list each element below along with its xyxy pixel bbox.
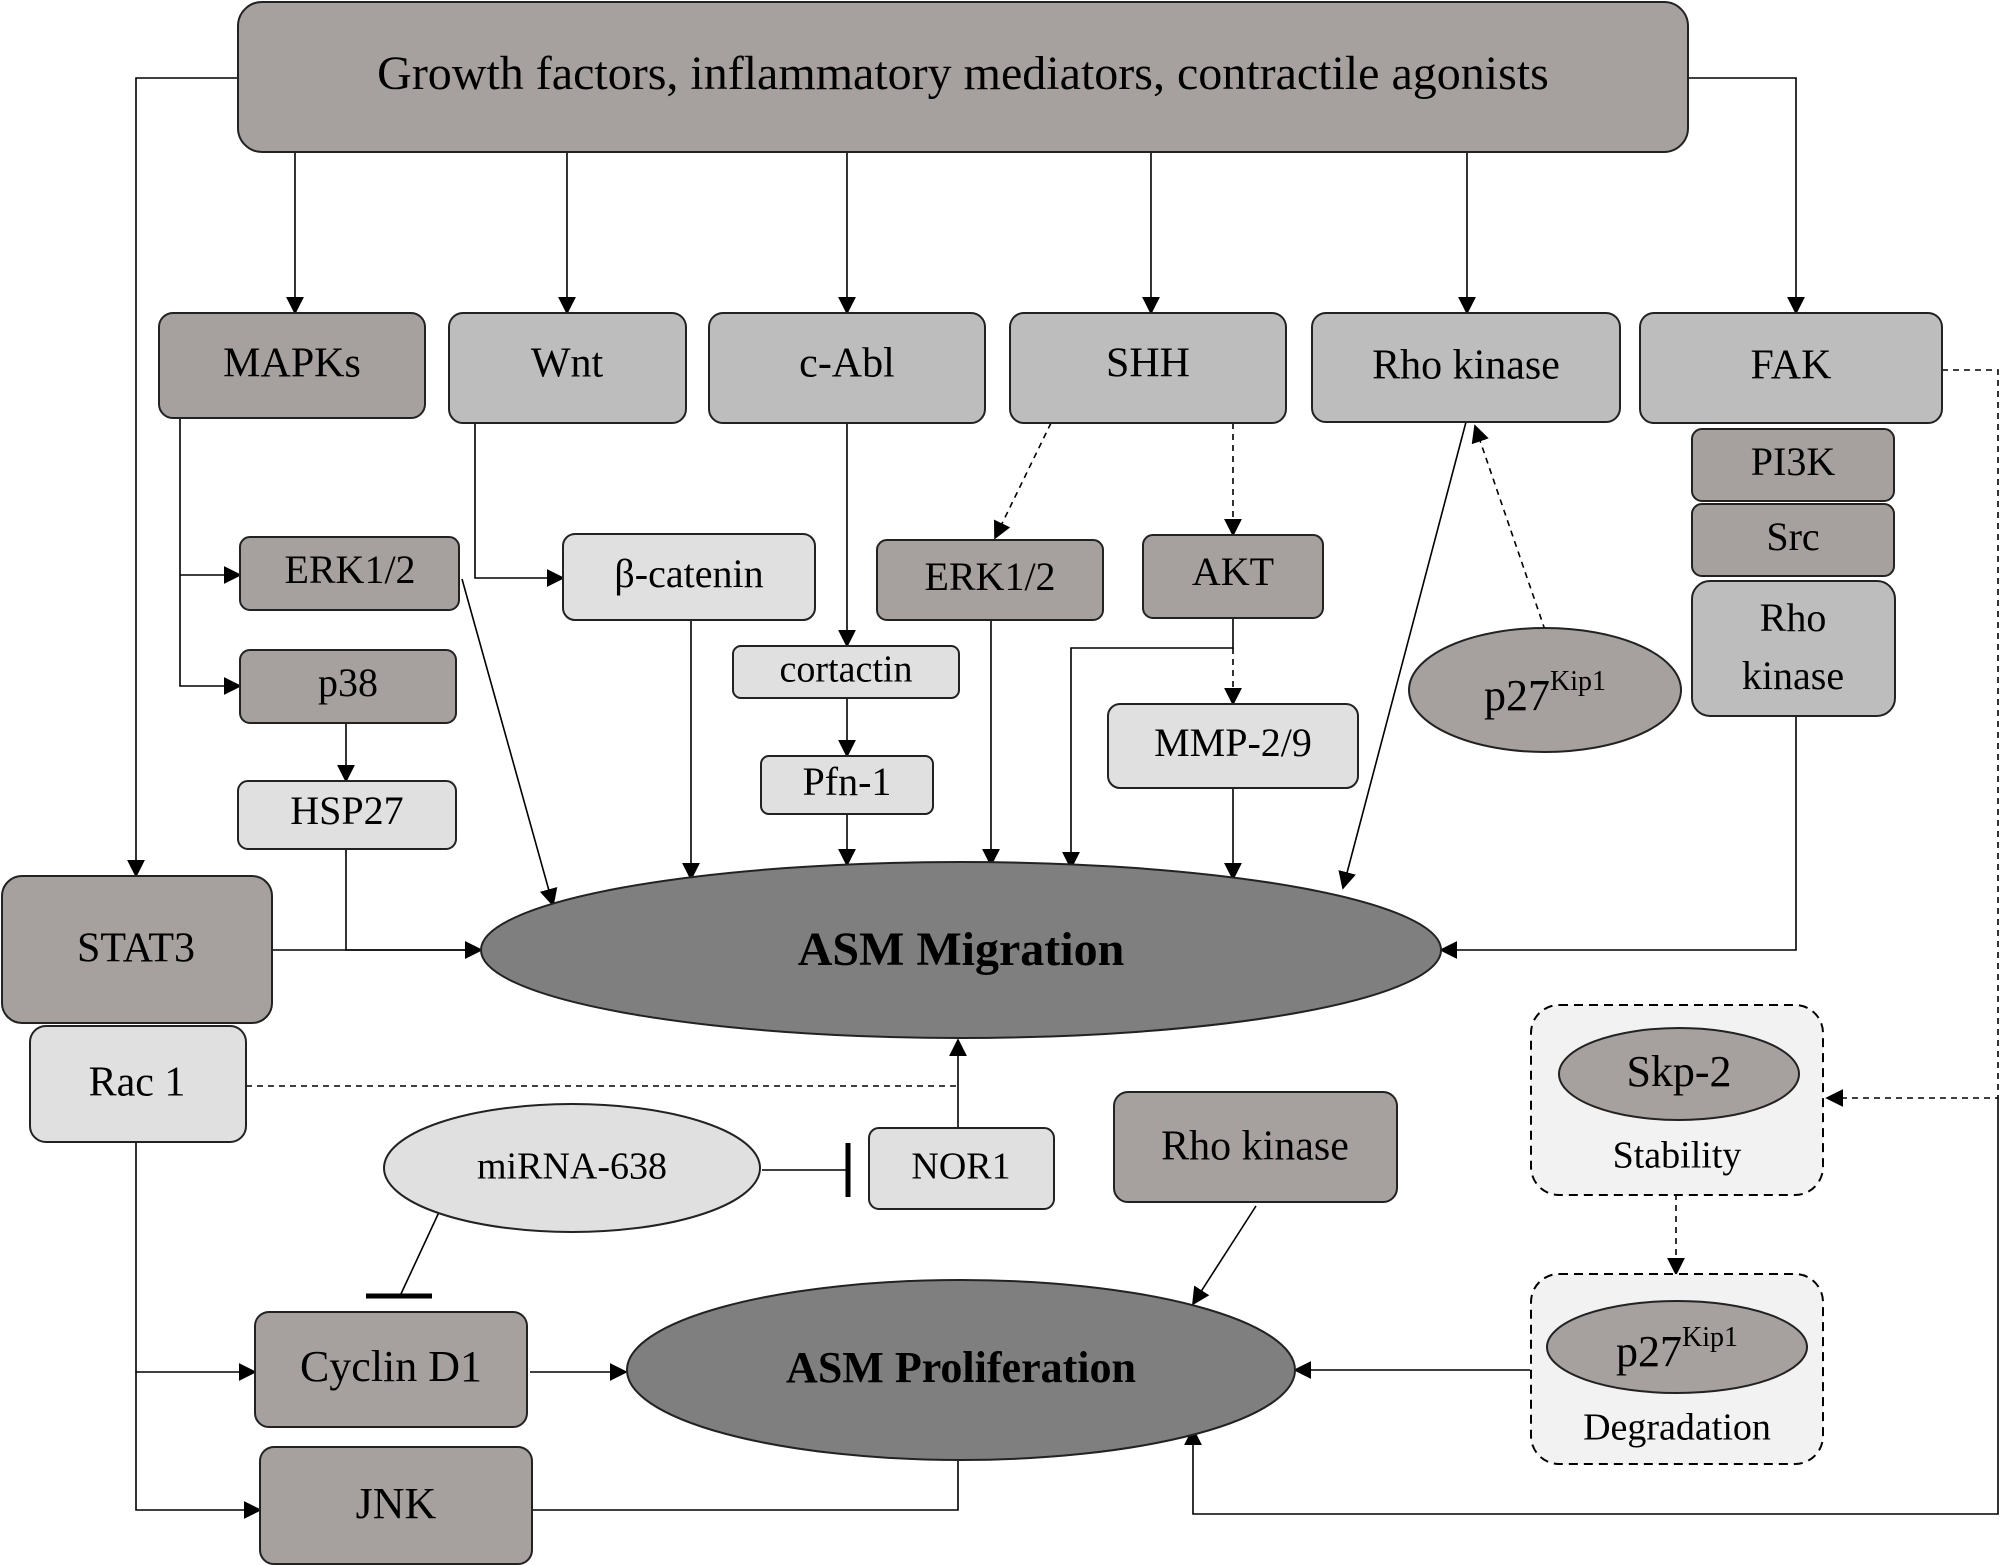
node-p27-low-superscript: Kip1 <box>1682 1322 1738 1353</box>
node-rho-lower: Rho kinase <box>1113 1091 1398 1203</box>
node-rac1: Rac 1 <box>29 1025 247 1143</box>
edge-rac1-to-jnk <box>135 1372 262 1519</box>
node-rho-top: Rho kinase <box>1311 312 1621 423</box>
node-p27-mid: p27Kip1 <box>1408 627 1682 753</box>
node-proliferation-label: ASM Proliferation <box>786 1343 1136 1392</box>
node-pfn1: Pfn-1 <box>760 755 934 815</box>
node-erk-left-label: ERK1/2 <box>284 547 415 592</box>
node-nor1-label: NOR1 <box>911 1146 1010 1188</box>
node-shh-label: SHH <box>1106 341 1190 387</box>
node-pfn1-label: Pfn-1 <box>803 759 892 804</box>
node-hsp27-label: HSP27 <box>290 788 403 833</box>
edge-rho-lower-to-proliferation <box>1192 1205 1257 1306</box>
node-cortactin: cortactin <box>732 645 960 699</box>
node-migration: ASM Migration <box>480 861 1442 1039</box>
node-wnt-label: Wnt <box>531 341 604 387</box>
node-pi3k: PI3K <box>1691 428 1895 502</box>
node-p27-low: p27Kip1 <box>1546 1300 1808 1394</box>
edge-p27-to-rho <box>1471 424 1546 631</box>
node-bcatenin-label: β-catenin <box>614 551 763 596</box>
node-mapks: MAPKs <box>158 312 426 419</box>
svg-text:p27Kip1: p27Kip1 <box>1616 1322 1738 1376</box>
node-migration-label: ASM Migration <box>798 923 1125 976</box>
node-cyclin: Cyclin D1 <box>254 1311 528 1428</box>
node-erk-mid-label: ERK1/2 <box>924 554 1055 599</box>
node-wnt: Wnt <box>448 312 687 424</box>
node-proliferation: ASM Proliferation <box>626 1279 1296 1461</box>
edge-rho-to-migration <box>1338 421 1467 890</box>
node-skp2: Skp-2 <box>1558 1027 1800 1121</box>
node-rho-fak: Rho kinase <box>1691 580 1896 717</box>
edge-top-to-fak <box>1688 77 1805 315</box>
svg-text:p27Kip1: p27Kip1 <box>1484 666 1606 720</box>
node-mapks-label: MAPKs <box>223 341 361 387</box>
node-rac1-label: Rac 1 <box>89 1060 186 1106</box>
edge-top-to-stat3 <box>127 77 238 878</box>
node-nor1: NOR1 <box>868 1127 1055 1210</box>
node-hsp27: HSP27 <box>237 780 457 850</box>
node-p27-mid-superscript: Kip1 <box>1550 666 1606 697</box>
node-p38-label: p38 <box>318 660 378 705</box>
edge-erk-to-migration <box>461 578 558 907</box>
node-rho-fak-line1: Rho <box>1760 595 1827 640</box>
node-fak: FAK <box>1639 312 1943 424</box>
node-erk-left: ERK1/2 <box>239 536 460 611</box>
edge-akt-to-migration <box>1062 618 1234 870</box>
edge-fak-to-proliferation <box>1184 1098 1999 1515</box>
node-stat3: STAT3 <box>1 875 273 1024</box>
node-cabl: c-Abl <box>708 312 986 424</box>
edge-mapks-to-erk <box>179 418 242 695</box>
node-rho-fak-line2: kinase <box>1742 653 1844 698</box>
node-top-label: Growth factors, inflammatory mediators, … <box>377 47 1549 100</box>
node-cyclin-label: Cyclin D1 <box>300 1342 482 1391</box>
stability-label: Stability <box>1613 1135 1742 1177</box>
node-akt: AKT <box>1142 534 1324 619</box>
node-erk-mid: ERK1/2 <box>876 539 1104 621</box>
node-mirna-label: miRNA-638 <box>477 1146 667 1188</box>
node-akt-label: AKT <box>1192 549 1274 594</box>
node-src-label: Src <box>1766 514 1819 559</box>
edge-fak-rho-to-migration <box>1439 716 1797 959</box>
node-fak-label: FAK <box>1751 343 1832 389</box>
node-pi3k-label: PI3K <box>1751 439 1836 484</box>
edge-fak-to-skp2 <box>1825 369 1999 1107</box>
node-p27-low-label: p27 <box>1616 1327 1682 1376</box>
degradation-label: Degradation <box>1583 1407 1771 1449</box>
node-shh: SHH <box>1009 312 1287 424</box>
node-rho-top-label: Rho kinase <box>1372 343 1560 389</box>
node-mmp: MMP-2/9 <box>1107 703 1359 789</box>
node-mmp-label: MMP-2/9 <box>1154 720 1312 765</box>
node-jnk-label: JNK <box>356 1479 437 1528</box>
node-stat3-label: STAT3 <box>77 926 195 972</box>
node-p38: p38 <box>239 649 457 724</box>
edge-rac1-to-cyclin <box>135 1142 257 1381</box>
node-jnk: JNK <box>259 1446 533 1565</box>
node-p27-mid-label: p27 <box>1484 671 1550 720</box>
edge-shh-to-erk-mid <box>994 422 1052 540</box>
node-cortactin-label: cortactin <box>780 649 913 691</box>
node-src: Src <box>1691 503 1895 577</box>
node-cabl-label: c-Abl <box>799 341 895 387</box>
edge-mirna-inhibits-cyclin <box>399 1209 441 1297</box>
edge-wnt-to-bcatenin <box>474 423 565 587</box>
node-mirna: miRNA-638 <box>383 1103 761 1233</box>
node-top: Growth factors, inflammatory mediators, … <box>237 1 1689 153</box>
node-bcatenin: β-catenin <box>562 533 816 621</box>
node-skp2-label: Skp-2 <box>1626 1047 1731 1096</box>
node-rho-lower-label: Rho kinase <box>1161 1124 1349 1170</box>
edge-hsp27-to-migration <box>345 849 483 959</box>
